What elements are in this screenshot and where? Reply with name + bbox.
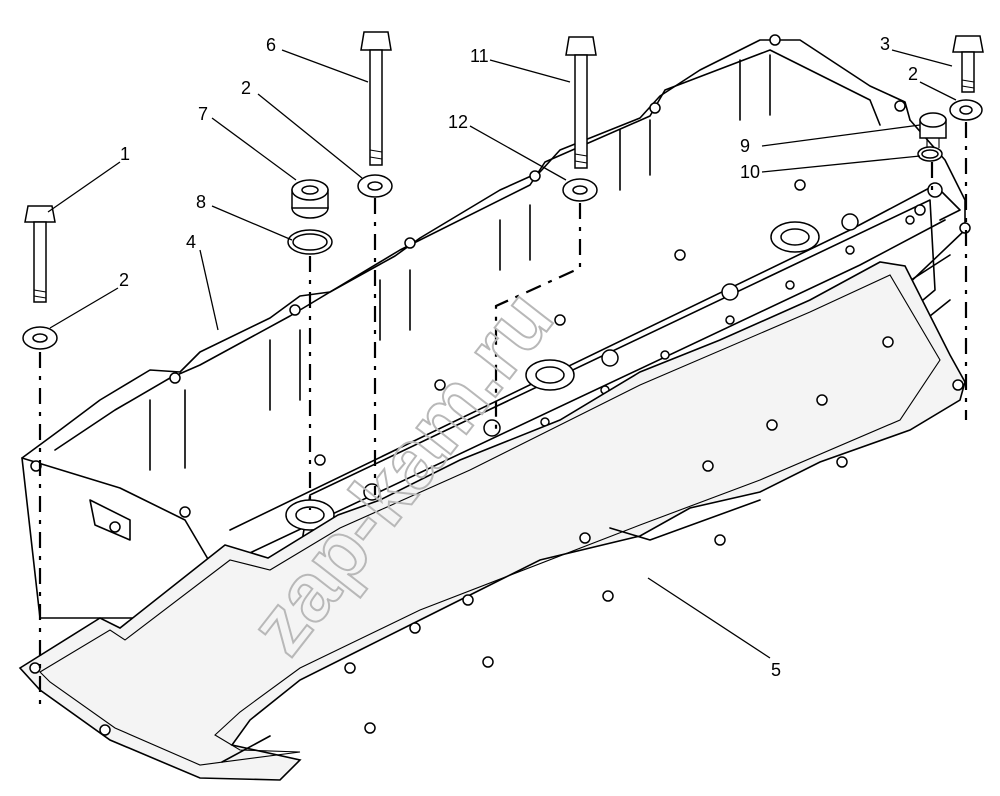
callout-3: 3 (880, 34, 890, 54)
plug-9 (919, 112, 947, 148)
callout-2-right: 2 (908, 64, 918, 84)
callout-11: 11 (470, 46, 489, 66)
callout-10: 10 (740, 162, 760, 182)
bolt-1 (24, 205, 56, 303)
callout-5: 5 (771, 660, 781, 680)
o-ring-10 (917, 146, 943, 162)
callout-4: 4 (186, 232, 196, 252)
callout-1: 1 (120, 144, 130, 164)
callout-2-left: 2 (119, 270, 129, 290)
gasket (18, 261, 966, 781)
bolt-3 (952, 35, 984, 93)
leader-lines (47, 49, 957, 659)
cover-ports (285, 182, 943, 531)
assembly-centerlines (38, 122, 968, 708)
callout-8: 8 (196, 192, 206, 212)
o-ring-8 (287, 229, 333, 255)
callout-7: 7 (198, 104, 208, 124)
washers (22, 99, 983, 350)
bolt-11 (565, 36, 597, 169)
callout-9: 9 (740, 136, 750, 156)
callout-labels: 1 2 2 2 3 4 5 6 7 8 9 10 11 12 (119, 34, 918, 680)
callout-2-middle: 2 (241, 78, 251, 98)
plug-7 (291, 179, 329, 219)
callout-6: 6 (266, 35, 276, 55)
callout-12: 12 (448, 112, 468, 132)
bolt-6 (360, 31, 392, 166)
